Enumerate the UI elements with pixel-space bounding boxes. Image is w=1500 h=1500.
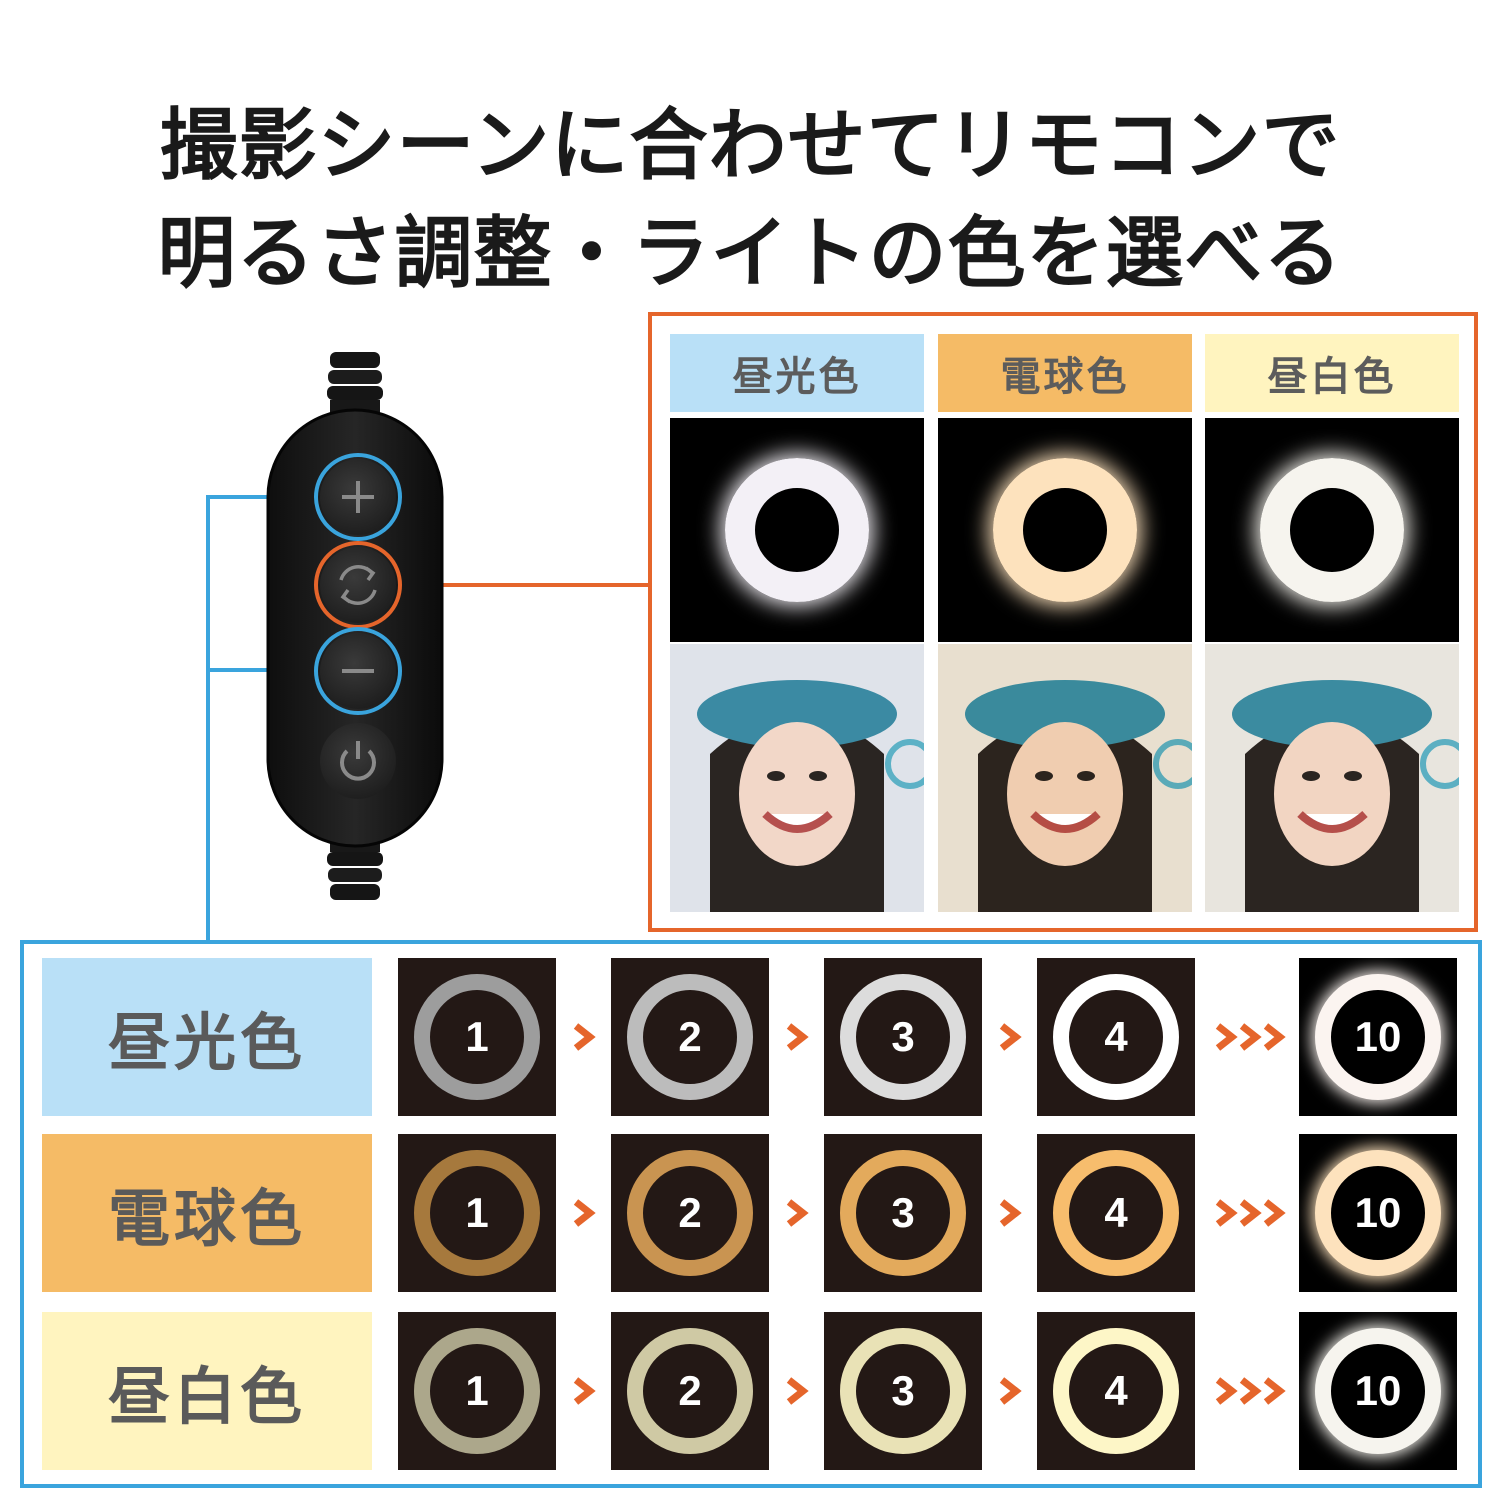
mode-header-neutral: 昼白色 [1205,334,1459,412]
brightness-level-10: 10 [1299,1134,1457,1292]
ring-level-icon: 1 [414,974,540,1100]
chevron-right-icon [786,1377,809,1405]
chevron-right-icon [999,1199,1022,1227]
color-mode-panel [648,312,1478,932]
cable-top [327,352,383,422]
ring-level-icon: 1 [414,1328,540,1454]
chevron-right-icon [573,1199,596,1227]
triple-chevron-right-icon [1215,1377,1286,1405]
level-number: 2 [678,1367,702,1414]
portrait-photo-warm [938,644,1192,912]
brightness-level-10: 10 [1299,1312,1457,1470]
brightness-level-1: 1 [398,958,556,1116]
chevron-right-icon [573,1377,596,1405]
triple-chevron-right-icon [1215,1023,1286,1051]
mode-header-daylight: 昼光色 [670,334,924,412]
mode-header-label: 昼光色 [732,354,862,400]
ring-level-icon: 10 [1315,974,1441,1100]
headline: 撮影シーンに合わせてリモコンで 明るさ調整・ライトの色を選べる [0,92,1500,308]
portrait-photo-neutral [1205,644,1459,912]
plus-button[interactable] [314,453,402,541]
ring-level-icon: 3 [840,1328,966,1454]
brightness-level-3: 3 [824,958,982,1116]
level-row-label: 電球色 [42,1134,372,1292]
level-number: 3 [891,1013,915,1060]
minus-button[interactable] [314,627,402,715]
ring-level-icon: 10 [1315,1150,1441,1276]
mode-header-label: 昼白色 [1267,354,1397,400]
brightness-level-3: 3 [824,1312,982,1470]
brightness-level-10: 10 [1299,958,1457,1116]
brightness-level-2: 2 [611,958,769,1116]
power-icon [340,741,376,781]
mode-header-warm: 電球色 [938,334,1192,412]
ring-level-icon: 2 [627,974,753,1100]
chevron-right-icon [573,1023,596,1051]
ring-level-icon: 10 [1315,1328,1441,1454]
level-number: 1 [465,1189,489,1236]
ring-level-icon: 4 [1053,1328,1179,1454]
brightness-level-2: 2 [611,1134,769,1292]
level-number: 10 [1354,1013,1402,1060]
chevron-right-icon [999,1377,1022,1405]
brightness-level-2: 2 [611,1312,769,1470]
ring-level-icon: 1 [414,1150,540,1276]
brightness-level-panel [20,940,1482,1488]
ring-light-warm [938,418,1192,642]
plus-icon [342,481,374,513]
brightness-level-3: 3 [824,1134,982,1292]
level-number: 3 [891,1367,915,1414]
level-number: 1 [465,1367,489,1414]
ring-level-icon: 2 [627,1328,753,1454]
headline-line-1: 撮影シーンに合わせてリモコンで [159,101,1341,191]
ring-level-icon: 3 [840,974,966,1100]
level-number: 4 [1104,1189,1128,1236]
portrait-photo-daylight [670,644,924,912]
level-number: 3 [891,1189,915,1236]
level-row-label: 昼光色 [42,958,372,1116]
cycle-icon [339,565,377,605]
brightness-level-4: 4 [1037,958,1195,1116]
remote-control [266,352,444,900]
ring-light-icon [993,458,1137,602]
chevron-right-icon [786,1023,809,1051]
chevron-right-icon [999,1023,1022,1051]
ring-level-icon: 3 [840,1150,966,1276]
ring-light-daylight [670,418,924,642]
brightness-level-1: 1 [398,1312,556,1470]
level-number: 10 [1354,1189,1402,1236]
color-cycle-button[interactable] [314,541,402,629]
brightness-level-1: 1 [398,1134,556,1292]
level-number: 1 [465,1013,489,1060]
ring-light-icon [725,458,869,602]
ring-level-icon: 4 [1053,974,1179,1100]
brightness-level-4: 4 [1037,1134,1195,1292]
ring-light-neutral [1205,418,1459,642]
brightness-level-4: 4 [1037,1312,1195,1470]
triple-chevron-right-icon [1215,1199,1286,1227]
mode-header-label: 電球色 [1000,354,1130,400]
level-number: 4 [1104,1367,1128,1414]
ring-level-icon: 2 [627,1150,753,1276]
level-row-label: 昼白色 [42,1312,372,1470]
power-button[interactable] [320,723,396,799]
level-number: 10 [1354,1367,1402,1414]
headline-line-2: 明るさ調整・ライトの色を選べる [157,209,1343,299]
ring-level-icon: 4 [1053,1150,1179,1276]
chevron-right-icon [786,1199,809,1227]
level-number: 2 [678,1013,702,1060]
ring-light-icon [1260,458,1404,602]
level-number: 4 [1104,1013,1128,1060]
level-number: 2 [678,1189,702,1236]
